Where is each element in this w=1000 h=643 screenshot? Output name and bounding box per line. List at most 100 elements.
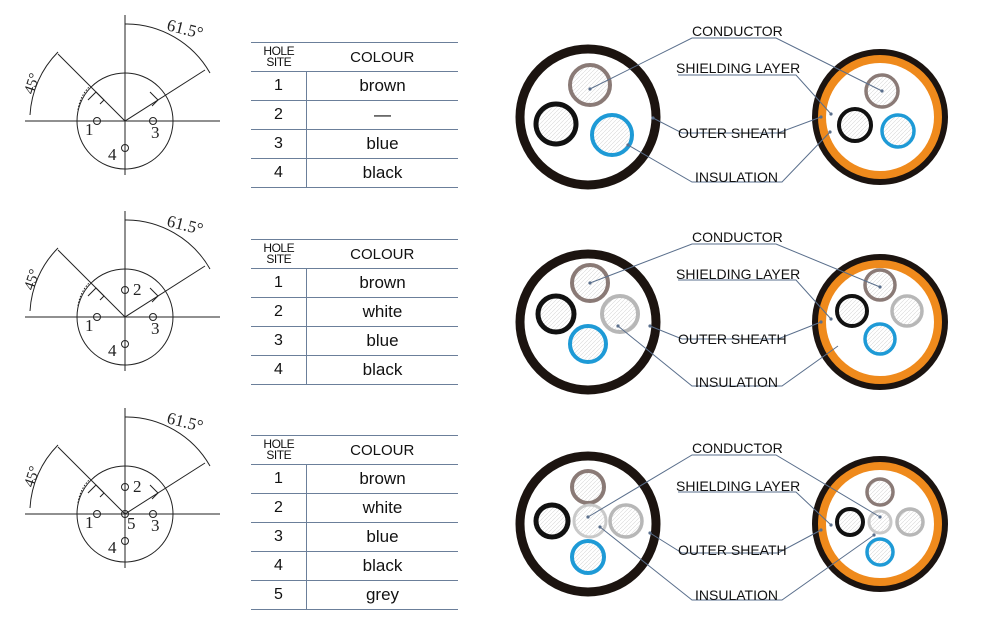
colour-cell: white [306, 493, 458, 523]
pin-number-1: 1 [85, 513, 94, 532]
hole-site-header-line1: HOLE [263, 437, 295, 451]
colour-cell: blue [306, 129, 458, 159]
blue-conductor-left [568, 324, 608, 364]
angle-arc-61 [124, 219, 211, 270]
pin-hole-1 [93, 313, 101, 321]
angle-ray-61 [124, 462, 206, 515]
key-notch-left [87, 287, 105, 301]
colour-cell: — [306, 100, 458, 130]
leader-shielding [678, 279, 832, 320]
brown-conductor-right [863, 268, 897, 302]
angle-ray-61 [124, 265, 206, 318]
blue-conductor-left [570, 539, 606, 575]
label-outer-sheath: OUTER SHEATH [678, 542, 787, 558]
hole-site-cell: 3 [251, 129, 307, 159]
hole-site-cell: 2 [251, 100, 307, 130]
hole-site-cell: 2 [251, 493, 307, 523]
hole-site-header-line2: SITE [266, 55, 292, 69]
colour-header: COLOUR [306, 435, 458, 465]
leader-conductor [587, 454, 881, 518]
label-shielding-layer: SHIELDING LAYER [676, 478, 800, 494]
colour-cell: grey [306, 580, 458, 610]
angle-label-45: 45° [22, 464, 44, 489]
pin-layout-diagram-2: 61.5° 45° 1 2 3 4 [22, 211, 220, 371]
pin-number-4: 4 [108, 538, 117, 557]
angle-label-61: 61.5° [165, 211, 205, 238]
pin-number-2: 2 [133, 477, 142, 496]
black-conductor-right [835, 507, 865, 537]
angle-arc-61 [124, 23, 211, 74]
pin-layout-diagram-3: 61.5° 45° 1 2 3 4 5 [22, 408, 220, 568]
angle-ray-61 [124, 69, 206, 122]
pin-number-2: 2 [133, 280, 142, 299]
label-shielding-layer: SHIELDING LAYER [676, 60, 800, 76]
angle-label-45: 45° [22, 71, 44, 96]
hole-site-cell: 1 [251, 464, 307, 494]
colour-cell: white [306, 297, 458, 327]
colour-cell: blue [306, 522, 458, 552]
angle-label-45: 45° [22, 267, 44, 292]
key-notch-right [149, 91, 159, 107]
connector-outline [76, 465, 174, 563]
hole-site-cell: 4 [251, 355, 307, 385]
pin-number-1: 1 [85, 120, 94, 139]
white-conductor-right [895, 507, 925, 537]
angle-label-61: 61.5° [165, 15, 205, 42]
outer-sheath-left [515, 249, 661, 395]
angle-ray-45 [57, 446, 126, 515]
connector-outline [76, 72, 174, 170]
angle-arc-45 [29, 247, 59, 312]
hole-site-header-line2: SITE [266, 252, 292, 266]
key-notch-left [87, 484, 105, 498]
hole-site-header-line1: HOLE [263, 241, 295, 255]
brown-conductor-left [570, 469, 606, 505]
leader-insulation [617, 325, 839, 387]
connector-outline [76, 268, 174, 366]
pin-number-3: 3 [151, 516, 160, 535]
pin-number-4: 4 [108, 145, 117, 164]
pin-hole-3 [149, 117, 157, 125]
pin-hole-3 [149, 510, 157, 518]
label-conductor: CONDUCTOR [692, 440, 783, 456]
angle-ray-45 [57, 249, 126, 318]
cable-cross-section-2: CONDUCTOR SHIELDING LAYER OUTER SHEATH I… [515, 229, 948, 395]
leader-sheath [652, 116, 822, 134]
colour-cell: black [306, 355, 458, 385]
black-conductor-left [535, 293, 577, 335]
pin-hole-4 [121, 144, 129, 152]
angle-arc-45 [29, 51, 59, 116]
leader-insulation [627, 131, 831, 183]
pin-hole-3 [149, 313, 157, 321]
hole-site-cell: 3 [251, 522, 307, 552]
hole-site-cell: 3 [251, 326, 307, 356]
label-conductor: CONDUCTOR [692, 229, 783, 245]
leader-shielding [678, 491, 832, 526]
pin-number-3: 3 [151, 123, 160, 142]
hole-site-cell: 4 [251, 551, 307, 581]
label-outer-sheath: OUTER SHEATH [678, 125, 787, 141]
pin-layout-diagram-1: 61.5° 45° 1 3 4 [22, 15, 220, 175]
key-dashed [77, 478, 91, 504]
pin-hole-5 [121, 510, 129, 518]
pin-hole-4 [121, 340, 129, 348]
key-dashed [77, 85, 91, 111]
blue-conductor-left [590, 113, 634, 157]
blue-conductor-right [865, 537, 895, 567]
cable-cross-section-1: CONDUCTOR SHIELDING LAYER OUTER SHEATH I… [515, 23, 948, 190]
colour-cell: blue [306, 326, 458, 356]
hole-site-cell: 5 [251, 580, 307, 610]
pin-hole-4 [121, 537, 129, 545]
hole-site-cell: 1 [251, 71, 307, 101]
